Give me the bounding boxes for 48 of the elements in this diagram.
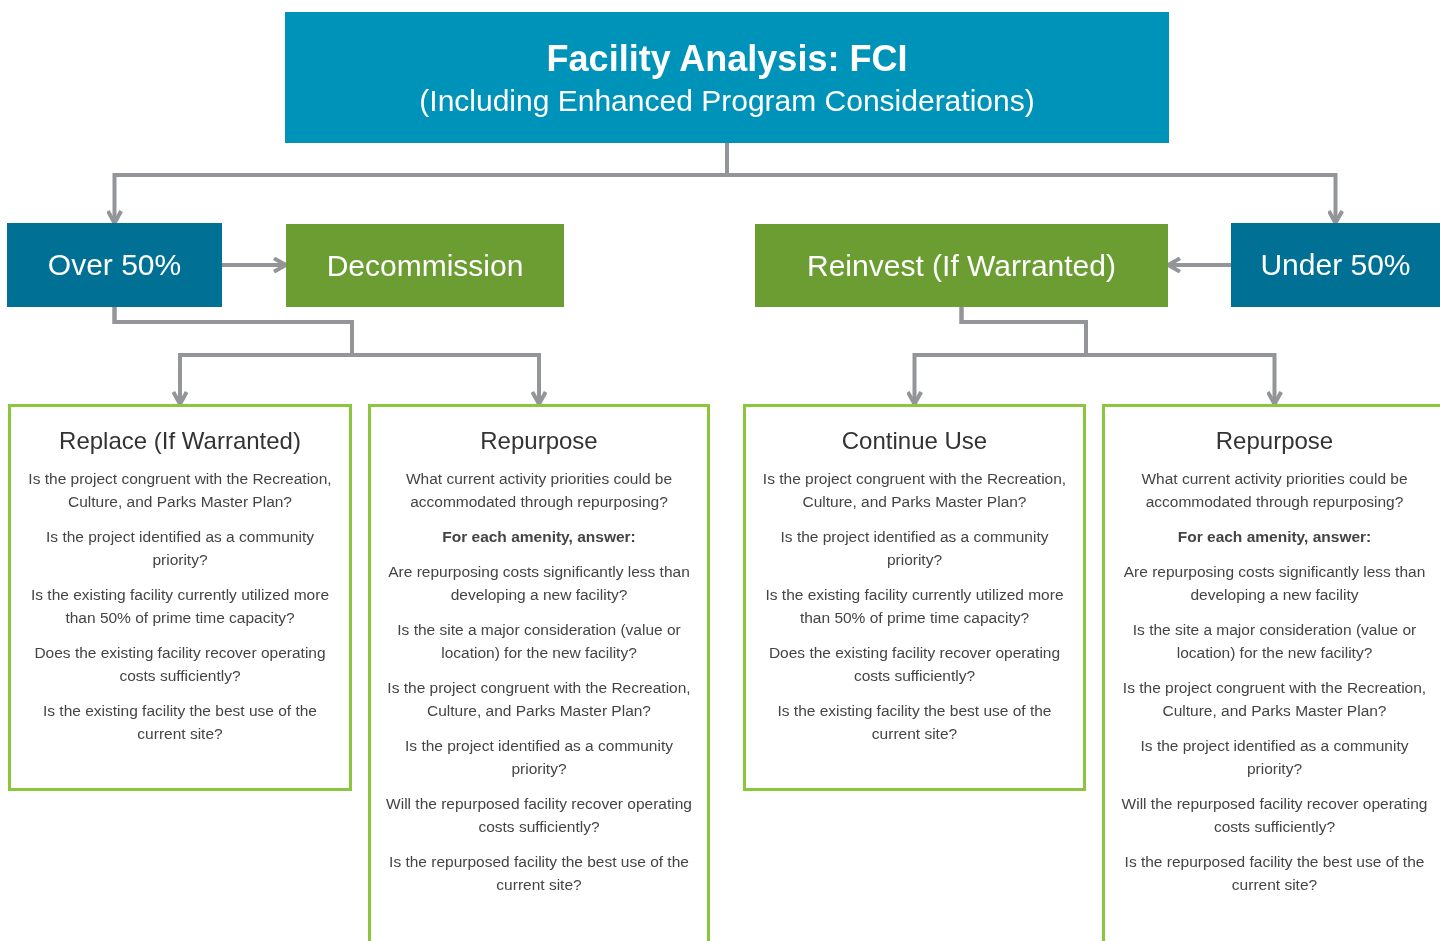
question-panel	[1102, 404, 1440, 941]
panel-heading: Repurpose	[1215, 427, 1334, 455]
question-text: Is the project identified as a community priority?	[1139, 736, 1410, 779]
question-panel	[368, 404, 710, 941]
box-label: Over 50%	[47, 248, 182, 282]
question-text: Will the repurposed facility recover operating costs sufficiently?	[1120, 794, 1429, 837]
question-text: Does the existing facility recover operating costs sufficiently?	[767, 643, 1062, 686]
question-text: Is the repurposed facility the best use of the current site?	[388, 852, 690, 895]
subtitle-text: (Including Enhanced Program Considerations)	[419, 83, 1035, 118]
question-text: What current activity priorities could be accommodated through repurposing?	[404, 469, 674, 512]
question-text: Is the project identified as a community priority?	[779, 527, 1050, 570]
question-text: Is the existing facility the best use of the current site?	[42, 701, 318, 744]
panel-heading: Repurpose	[480, 427, 598, 455]
connector-arrow	[222, 256, 288, 274]
question-text: Is the project congruent with the Recreation, Culture, and Parks Master Plan?	[1121, 678, 1428, 721]
question-text: Is the site a major consideration (value or location) for the new facility?	[1131, 620, 1418, 663]
title-box	[285, 12, 1169, 143]
panel-heading: Continue Use	[841, 427, 988, 455]
question-text: What current activity priorities could be accommodated through repurposing?	[1140, 469, 1409, 512]
category-box	[7, 223, 222, 307]
question-text: Is the existing facility currently utilized more than 50% of prime time capacity?	[764, 585, 1065, 628]
connector-arrow	[959, 307, 1284, 406]
question-panel	[743, 404, 1086, 791]
question-text: For each amenity, answer:	[442, 527, 636, 547]
category-box	[1231, 223, 1440, 307]
question-text: Is the site a major consideration (value or location) for the new facility?	[396, 620, 682, 663]
question-text: Is the repurposed facility the best use of the current site?	[1123, 852, 1426, 895]
connector-arrow	[112, 307, 548, 406]
title-text: Facility Analysis: FCI	[546, 37, 908, 80]
question-text: For each amenity, answer:	[1177, 527, 1372, 547]
box-label: Decommission	[326, 248, 524, 283]
question-text: Does the existing facility recover operating costs sufficiently?	[33, 643, 327, 686]
question-text: Will the repurposed facility recover operating costs sufficiently?	[385, 794, 693, 837]
question-text: Is the existing facility currently utilized more than 50% of prime time capacity?	[29, 585, 331, 628]
question-text: Is the project congruent with the Recreation, Culture, and Parks Master Plan?	[761, 469, 1068, 512]
question-text: Is the existing facility the best use of the current site?	[776, 701, 1053, 744]
question-text: Are repurposing costs significantly less than developing a new facility?	[387, 562, 691, 605]
action-box	[755, 224, 1168, 307]
box-label: Under 50%	[1260, 248, 1411, 282]
question-text: Is the project identified as a community priority?	[404, 736, 674, 779]
box-label: Reinvest (If Warranted)	[807, 248, 1116, 283]
question-text: Is the project identified as a community priority?	[45, 527, 315, 570]
question-text: Are repurposing costs significantly less than developing a new facility	[1122, 562, 1427, 605]
question-panel	[8, 404, 352, 791]
question-text: Is the project congruent with the Recreation, Culture, and Parks Master Plan?	[27, 469, 333, 512]
action-box	[286, 224, 564, 307]
question-text: Is the project congruent with the Recreation, Culture, and Parks Master Plan?	[386, 678, 692, 721]
panel-heading: Replace (If Warranted)	[59, 427, 301, 455]
